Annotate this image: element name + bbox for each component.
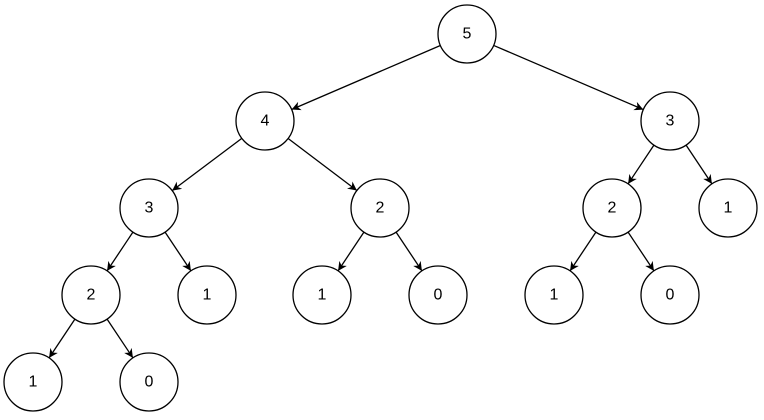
edge-n0-n2: [493, 44, 644, 111]
node-label: 0: [434, 287, 443, 304]
edges-layer: [48, 44, 713, 359]
node-circle: [640, 91, 700, 151]
node-label: 4: [261, 113, 270, 130]
tree-node-n11: 1: [524, 265, 584, 325]
tree-node-n1: 4: [235, 91, 295, 151]
node-label: 2: [376, 200, 385, 217]
edge-n2-n6: [685, 144, 713, 185]
node-label: 1: [318, 287, 327, 304]
node-circle: [524, 265, 584, 325]
node-circle: [640, 265, 700, 325]
edge-n4-n10: [395, 231, 423, 272]
node-circle: [292, 265, 352, 325]
tree-node-n10: 0: [408, 265, 468, 325]
node-circle: [408, 265, 468, 325]
edge-n5-n11: [569, 231, 597, 272]
node-circle: [698, 178, 758, 238]
node-label: 1: [29, 374, 38, 391]
nodes-layer: 5 4 3 3 2 2 1 2 1 1 0 1 0 1 0: [3, 4, 758, 412]
node-label: 3: [666, 113, 675, 130]
node-circle: [119, 178, 179, 238]
node-label: 1: [724, 200, 733, 217]
node-label: 5: [463, 26, 472, 43]
tree-node-n2: 3: [640, 91, 700, 151]
edge-n4-n9: [337, 231, 365, 272]
edge-n3-n7: [106, 231, 134, 272]
node-circle: [119, 352, 179, 412]
node-circle: [177, 265, 237, 325]
node-circle: [350, 178, 410, 238]
tree-node-n5: 2: [582, 178, 642, 238]
tree-node-n0: 5: [437, 4, 497, 64]
tree-node-n8: 1: [177, 265, 237, 325]
edge-n5-n12: [627, 231, 655, 272]
node-circle: [235, 91, 295, 151]
node-label: 1: [203, 287, 212, 304]
node-label: 0: [145, 374, 154, 391]
node-label: 2: [87, 287, 96, 304]
edge-n1-n3: [171, 137, 243, 192]
node-label: 2: [608, 200, 617, 217]
tree-node-n4: 2: [350, 178, 410, 238]
edge-n1-n4: [287, 137, 358, 192]
edge-n3-n8: [164, 231, 192, 272]
tree-node-n3: 3: [119, 178, 179, 238]
tree-node-n14: 0: [119, 352, 179, 412]
node-circle: [582, 178, 642, 238]
tree-node-n13: 1: [3, 352, 63, 412]
node-label: 1: [550, 287, 559, 304]
tree-node-n9: 1: [292, 265, 352, 325]
edge-n2-n5: [627, 144, 655, 185]
node-label: 3: [145, 200, 154, 217]
node-circle: [3, 352, 63, 412]
tree-node-n7: 2: [61, 265, 121, 325]
tree-node-n12: 0: [640, 265, 700, 325]
node-label: 0: [666, 287, 675, 304]
edge-n0-n1: [291, 44, 441, 111]
node-circle: [437, 4, 497, 64]
node-circle: [61, 265, 121, 325]
tree-node-n6: 1: [698, 178, 758, 238]
edge-n7-n13: [48, 318, 76, 359]
edge-n7-n14: [106, 318, 134, 359]
